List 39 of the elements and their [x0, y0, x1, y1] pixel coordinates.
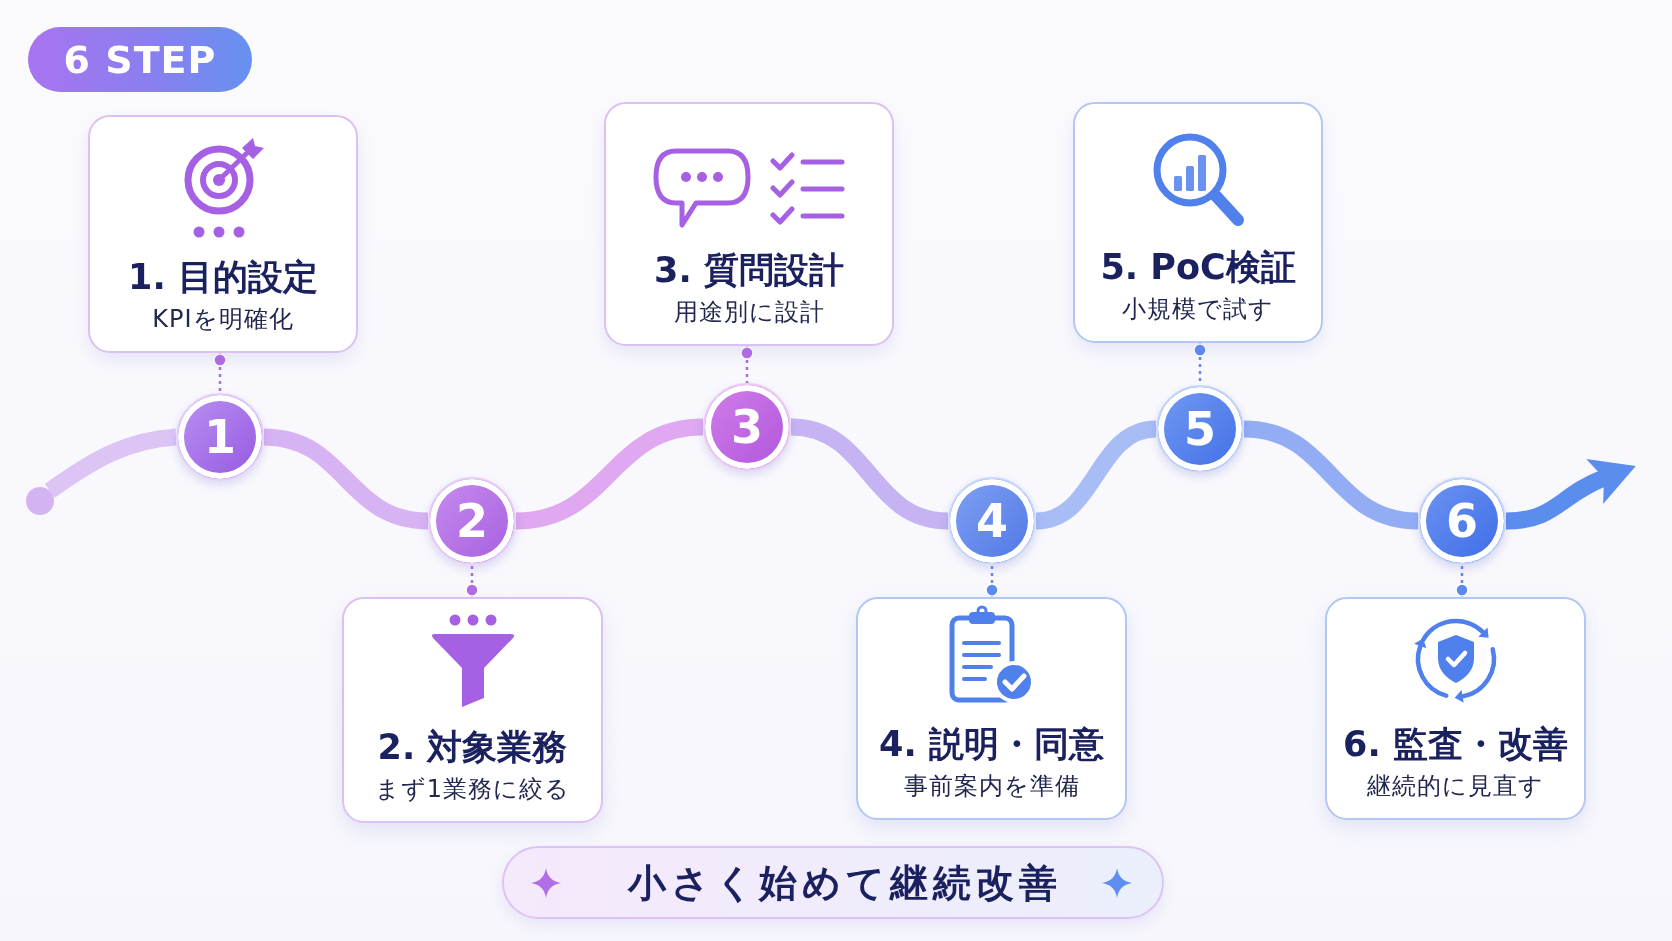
step-card [604, 102, 894, 346]
leader-line [465, 565, 479, 597]
step-card [88, 115, 358, 353]
step-title: 5. PoC検証 [1100, 246, 1296, 288]
step-description: 小規模で試す [1122, 294, 1274, 325]
step-description: 用途別に設計 [673, 297, 825, 328]
step-title: 4. 説明・同意 [879, 723, 1104, 765]
timeline-wave [263, 428, 429, 530]
step-description: 事前案内を準備 [903, 771, 1080, 802]
leader-line [985, 565, 999, 597]
step-card [856, 597, 1127, 820]
step-title: 6. 監査・改善 [1343, 723, 1568, 765]
timeline-wave [44, 428, 177, 498]
timeline-wave [1034, 420, 1158, 530]
step-title: 2. 対象業務 [377, 726, 568, 768]
leader-line [740, 346, 754, 383]
step-number-marker: 1 [176, 393, 264, 481]
step-description: まず1業務に絞る [374, 774, 571, 805]
step-title: 1. 目的設定 [128, 256, 318, 298]
step-description: 継続的に見直す [1367, 771, 1544, 802]
step-description: KPIを明確化 [152, 304, 294, 335]
timeline-wave [515, 418, 704, 530]
leader-line [213, 353, 227, 393]
step-number-marker: 3 [703, 383, 791, 471]
step-number-marker: 4 [948, 477, 1036, 565]
step-card [342, 597, 603, 823]
step-title: 3. 質問設計 [654, 249, 844, 291]
timeline-wave [790, 418, 949, 530]
timeline-wave [1243, 420, 1419, 530]
leader-line [1455, 565, 1469, 597]
title: 6 STEP [28, 27, 252, 92]
step-card [1325, 597, 1586, 820]
step-number-marker: 2 [428, 477, 516, 565]
tagline-text: 小さく始めて継続改善 [628, 859, 1062, 906]
step-number-marker: 5 [1156, 385, 1244, 473]
timeline-arrow [1505, 459, 1636, 530]
timeline-start-dot [26, 487, 54, 515]
step-number-marker: 6 [1418, 477, 1506, 565]
step-card [1073, 102, 1323, 343]
